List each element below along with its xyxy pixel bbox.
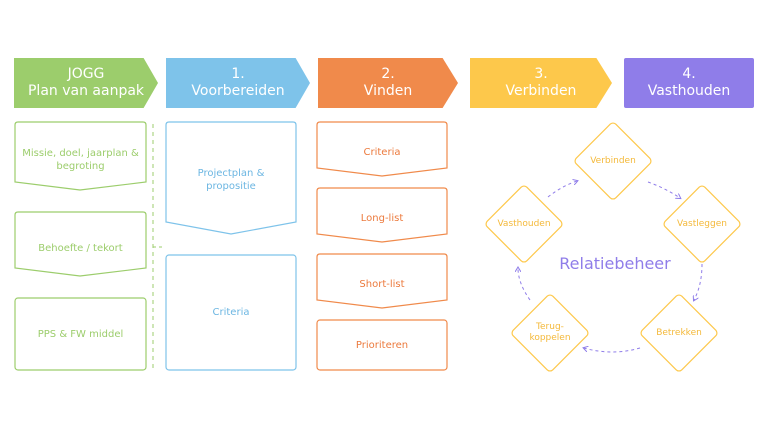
jogg-box-2-label: Behoefte / tekort — [38, 242, 123, 254]
header-vinden-label: Vinden — [363, 83, 413, 99]
cycle-diamond-vastleggen — [663, 185, 741, 263]
jogg-box-1 — [14, 121, 147, 191]
cycle-diamond-vasthouden — [485, 185, 563, 263]
voorbereiden-box-1-label: Projectplan & propositie — [197, 168, 265, 192]
cycle-arrow-vasthouden-verbinden — [547, 181, 577, 198]
vinden-box-3 — [316, 253, 448, 309]
cycle-step-betrekken: Betrekken — [656, 327, 702, 338]
cycle-title: Relatiebeheer — [559, 254, 671, 273]
cycle-arrow-betrekken-terugkoppelen — [584, 348, 641, 353]
vinden-box-4-label: Prioriteren — [355, 339, 409, 351]
vinden-box-2-label: Long-list — [360, 212, 404, 224]
header-jogg-line1: JOGG — [67, 66, 105, 82]
jogg-box-1-label: Missie, doel, jaarplan & begroting — [22, 148, 139, 172]
cycle-step-vasthouden: Vasthouden — [497, 218, 551, 229]
header-vasthouden: 4. Vasthouden — [624, 58, 754, 108]
voorbereiden-box-2-label: Criteria — [212, 306, 250, 318]
header-voorbereiden-label: Voorbereiden — [191, 83, 285, 99]
header-vasthouden-number: 4. — [682, 66, 696, 82]
cycle-step-verbinden: Verbinden — [590, 155, 636, 166]
header-voorbereiden-number: 1. — [231, 66, 245, 82]
cycle-arrow-verbinden-vastleggen — [647, 181, 680, 198]
voorbereiden-box-1 — [165, 121, 297, 235]
cycle-diamond-betrekken — [640, 294, 718, 372]
cycle-step-vastleggen: Vastleggen — [677, 218, 727, 229]
cycle-arrow-vastleggen-betrekken — [694, 263, 703, 300]
header-voorbereiden: 1. Voorbereiden — [166, 58, 310, 108]
jogg-box-2 — [14, 211, 147, 277]
header-vinden-number: 2. — [381, 66, 395, 82]
vinden-box-3-label: Short-list — [359, 278, 405, 290]
cycle-step-terugkoppelen: Terug- koppelen — [529, 322, 571, 343]
vinden-box-2 — [316, 187, 448, 243]
cycle-arrow-terugkoppelen-vasthouden — [518, 268, 531, 301]
header-verbinden-number: 3. — [534, 66, 548, 82]
voorbereiden-box-2 — [165, 254, 297, 371]
vinden-box-4 — [316, 319, 448, 371]
header-vasthouden-label: Vasthouden — [647, 83, 731, 99]
header-jogg-line2: Plan van aanpak — [27, 83, 145, 99]
header-vinden: 2. Vinden — [318, 58, 458, 108]
header-verbinden: 3. Verbinden — [470, 58, 612, 108]
header-verbinden-label: Verbinden — [505, 83, 577, 99]
vinden-box-1 — [316, 121, 448, 177]
cycle-diamond-verbinden — [574, 122, 652, 200]
jogg-box-3 — [14, 297, 147, 371]
vinden-box-1-label: Criteria — [363, 146, 401, 158]
jogg-box-3-label: PPS & FW middel — [37, 328, 124, 340]
cycle-diamond-terugkoppelen — [511, 294, 589, 372]
header-jogg: JOGG Plan van aanpak — [14, 58, 158, 108]
